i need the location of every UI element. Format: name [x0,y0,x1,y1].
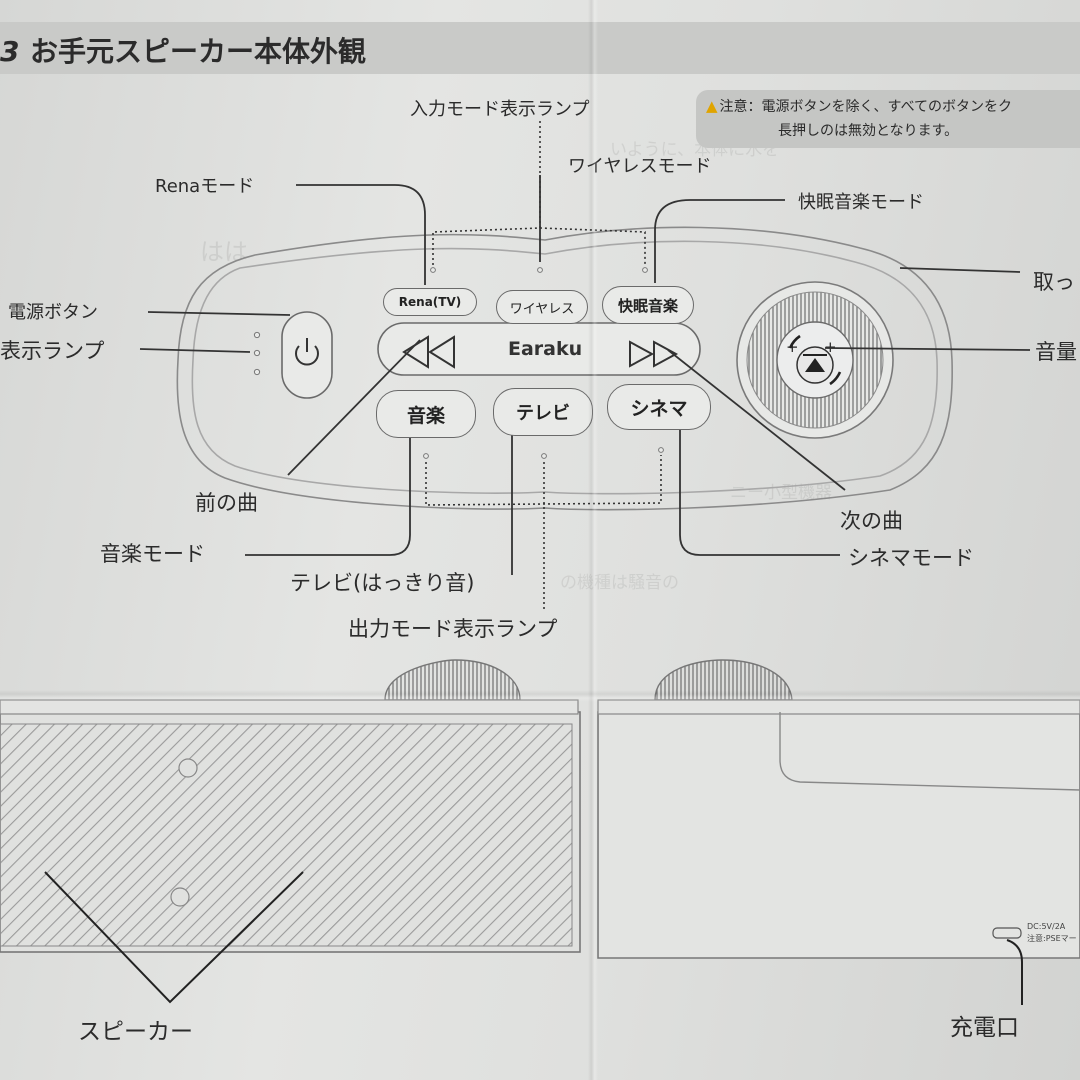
speaker-label: スピーカー [78,1019,193,1045]
output-lamp-label: 出力モード表示ランプ [348,617,558,641]
prev-track-label: 前の曲 [195,491,258,515]
sleep-music-button[interactable]: 快眠音楽 [602,286,694,324]
warning-icon: ▲ [706,97,718,115]
background-text: の機種は騒音の [560,573,679,593]
paper-fold [0,690,1080,702]
tv-button[interactable]: テレビ [493,388,593,436]
brand-logo: Earaku [508,338,583,360]
rena-mode-label: Renaモード [155,176,255,197]
music-mode-label: 音楽モード [100,542,205,566]
tv-mode-label: テレビ(はっきり音) [290,571,475,595]
display-lamp-label: 表示ランプ [0,339,105,363]
dc-rating: DC:5V/2A [1027,922,1066,931]
volume-label: 音量 [1035,340,1077,364]
svg-text:+: + [786,338,799,356]
music-button[interactable]: 音楽 [376,390,476,438]
rena-tv-button[interactable]: Rena(TV) [383,288,477,316]
speaker-top-outline [176,226,953,511]
power-button-shape [281,311,333,399]
notice-line-1: 注意：電源ボタンを除く、すべてのボタンをク [719,99,1013,115]
next-track-label: 次の曲 [840,509,903,533]
pse-note: 注意:PSEマー [1027,934,1077,943]
wireless-button[interactable]: ワイヤレス [496,290,588,324]
paper-fold [588,0,598,1080]
section-number: 3 [0,35,20,68]
speaker-front-left [0,659,581,953]
wireless-mode-label: ワイヤレスモード [568,156,712,177]
next-track-icon [629,340,679,368]
background-text: ニー小型機器 [730,483,832,503]
background-text: はは [200,238,248,266]
power-button-label: 電源ボタン [8,302,98,323]
leader-lines [139,175,1031,575]
notice-line-2: 長押しのは無効となります。 [778,123,959,139]
svg-text:+: + [824,338,837,356]
sleep-mode-label: 快眠音楽モード [798,192,924,213]
speaker-front-right [597,659,1080,959]
speaker-leader-lines [44,871,1023,1005]
mode-lamp-dots [423,267,664,459]
volume-knob: + + [736,281,894,439]
display-lamp-dots [253,331,261,376]
cinema-mode-label: シネマモード [848,546,974,570]
input-lamp-label: 入力モード表示ランプ [410,99,590,120]
handle-label: 取っ [1033,270,1075,294]
cinema-button[interactable]: シネマ [607,384,711,430]
header-band [0,22,1080,74]
notice-box: ▲注意：電源ボタンを除く、すべてのボタンをク 長押しのは無効となります。 [696,90,1080,148]
charge-port-label: 充電口 [950,1015,1019,1041]
